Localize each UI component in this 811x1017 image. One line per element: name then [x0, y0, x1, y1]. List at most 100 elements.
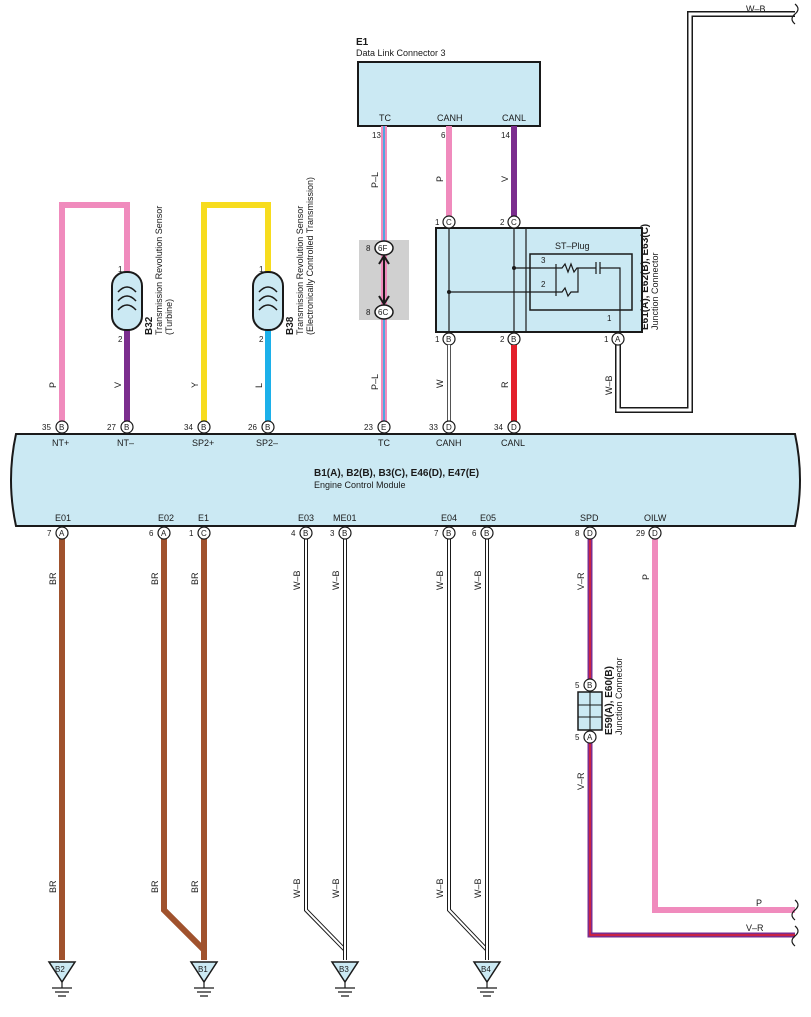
svg-text:ME01: ME01: [333, 513, 357, 523]
wire-break-marks: [791, 3, 799, 947]
junction-bottom-bottom-letter: A: [587, 733, 593, 742]
ecm-pin-e03: B 4: [291, 526, 313, 540]
ecm-pin-e02: A 6: [149, 526, 171, 540]
sensor-b32-sub: (Turbine): [164, 299, 174, 335]
junction-bottom-top-num: 5: [575, 681, 580, 690]
svg-text:W–B: W–B: [473, 570, 483, 590]
dlc-pin-tc-num: 13: [372, 131, 381, 140]
ecm-pin-e04: B 7: [434, 526, 456, 540]
ground-b2: B2: [47, 961, 77, 997]
wire-e03: [304, 538, 347, 952]
ecm-bottom-pins: A 7 A 6 C 1 B 4 B 3 B 7 B: [47, 526, 662, 540]
svg-text:35: 35: [42, 423, 51, 432]
svg-text:BR: BR: [150, 572, 160, 585]
ecm-bottom-pin-names: E01 E02 E1 E03 ME01 E04 E05 SPD OILW: [55, 513, 667, 523]
svg-text:CANL: CANL: [501, 438, 525, 448]
svg-text:NT+: NT+: [52, 438, 69, 448]
svg-text:B3: B3: [339, 965, 349, 974]
svg-text:P: P: [641, 574, 651, 580]
svg-text:E03: E03: [298, 513, 314, 523]
ecm-box: [10, 433, 801, 527]
sensor-b38-labels: B38 Transmission Revolution Sensor (Elec…: [285, 177, 315, 335]
ecm-pin-nt-plus: B 35 NT+: [42, 420, 69, 448]
lower-wire-labels-upper: BR BR BR W–B W–B W–B W–B V–R P: [48, 570, 651, 590]
inline-connector-arrows: [378, 254, 390, 306]
ecm-subtitle: Engine Control Module: [314, 480, 406, 490]
ecm-pin-canl: D 34 CANL: [494, 420, 525, 448]
ecm-pin-oilw: D 29: [636, 526, 662, 540]
svg-text:E1: E1: [198, 513, 209, 523]
svg-text:3: 3: [330, 529, 335, 538]
svg-text:BR: BR: [48, 880, 58, 893]
st-plug-label: ST–Plug: [555, 241, 590, 251]
junction-bottom-top-letter: B: [587, 681, 592, 690]
svg-text:W–B: W–B: [292, 878, 302, 898]
ground-b1: B1: [189, 961, 219, 997]
svg-text:E05: E05: [480, 513, 496, 523]
svg-text:34: 34: [184, 423, 193, 432]
svg-text:SP2–: SP2–: [256, 438, 278, 448]
ecm-title: B1(A), B2(B), B3(C), E46(D), E47(E): [314, 468, 479, 479]
svg-text:OILW: OILW: [644, 513, 667, 523]
svg-text:29: 29: [636, 529, 645, 538]
svg-text:W–B: W–B: [435, 570, 445, 590]
svg-text:B: B: [484, 529, 489, 538]
svg-text:E02: E02: [158, 513, 174, 523]
svg-text:B: B: [303, 529, 308, 538]
svg-text:BR: BR: [48, 572, 58, 585]
dlc-pin-canl: CANL: [502, 113, 526, 123]
svg-text:B4: B4: [481, 965, 491, 974]
dlc-pin-tc: TC: [379, 113, 391, 123]
sensor-b32-id: B32: [144, 316, 155, 335]
svg-text:W–B: W–B: [331, 570, 341, 590]
svg-text:B: B: [201, 423, 206, 432]
wire-label-pl-lower: P–L: [370, 374, 380, 390]
svg-text:34: 34: [494, 423, 503, 432]
inline-connector-top: 6F 8: [366, 240, 394, 256]
ecm-pin-tc: E 23 TC: [364, 420, 391, 448]
svg-text:D: D: [587, 529, 593, 538]
svg-text:B: B: [446, 529, 451, 538]
dlc-box: [357, 61, 541, 127]
st-plug-pin2: 2: [541, 280, 546, 289]
wire-label-p-nt: P: [48, 382, 58, 388]
wire-label-pl-upper: P–L: [370, 172, 380, 188]
svg-text:B: B: [342, 529, 347, 538]
svg-text:W–B: W–B: [292, 570, 302, 590]
junction-bottom: B 5 A 5: [575, 678, 603, 744]
st-plug-box: [529, 253, 633, 311]
sensor-b38-sub: (Electronically Controlled Transmission): [305, 177, 315, 335]
inline-connector-bottom: 6C 8: [366, 304, 394, 320]
svg-text:1: 1: [435, 218, 440, 227]
wire-label-l-sp2: L: [254, 383, 264, 388]
b38-pin2: 2: [259, 335, 264, 344]
svg-text:SPD: SPD: [580, 513, 599, 523]
ecm-pin-me01: B 3: [330, 526, 352, 540]
sensor-b32-labels: B32 Transmission Revolution Sensor (Turb…: [144, 206, 174, 335]
wire-spd: [587, 538, 795, 938]
sensor-b38-name: Transmission Revolution Sensor: [295, 206, 305, 335]
svg-text:7: 7: [47, 529, 52, 538]
st-plug-pin3: 3: [541, 256, 546, 265]
svg-text:1: 1: [604, 335, 609, 344]
svg-text:BR: BR: [190, 880, 200, 893]
svg-text:C: C: [446, 218, 452, 227]
svg-text:B: B: [59, 423, 64, 432]
svg-text:CANH: CANH: [436, 438, 462, 448]
ecm-pin-nt-minus: B 27 NT–: [107, 420, 134, 448]
wire-sp2-plus: [201, 202, 271, 424]
inline-connector-top-code: 6F: [378, 244, 387, 253]
dlc-pin-canh: CANH: [437, 113, 463, 123]
svg-text:D: D: [511, 423, 517, 432]
inline-connector-top-num: 8: [366, 244, 371, 253]
svg-text:8: 8: [575, 529, 580, 538]
svg-text:2: 2: [500, 218, 505, 227]
exit-label-vr: V–R: [746, 923, 764, 933]
junction-bottom-labels: E59(A), E60(B) Junction Connector: [604, 657, 624, 735]
sensor-b32-symbol: [111, 271, 143, 331]
svg-text:B: B: [265, 423, 270, 432]
svg-text:A: A: [161, 529, 167, 538]
svg-text:BR: BR: [150, 880, 160, 893]
ecm-pin-e05: B 6: [472, 526, 494, 540]
